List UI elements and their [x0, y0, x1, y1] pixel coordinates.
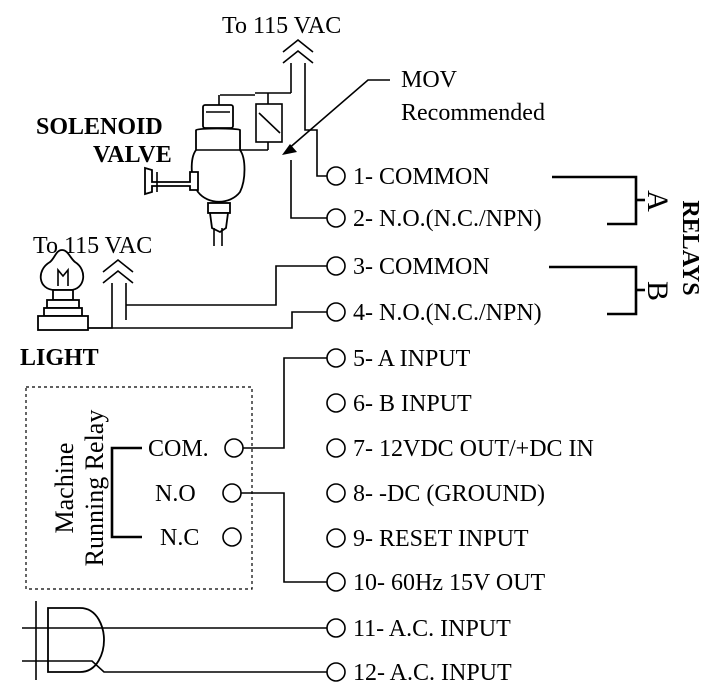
contact-label-no: N.O	[155, 481, 196, 507]
contact-label-com: COM.	[148, 436, 209, 462]
terminal-5	[326, 348, 346, 368]
mov-label-line2: Recommended	[401, 100, 545, 126]
left-plug-icon	[102, 258, 134, 320]
terminal-label-1: 1- COMMON	[353, 164, 490, 190]
supply-label-top: To 115 VAC	[222, 13, 341, 39]
machine-relay-title-line2: Running Relay	[80, 410, 109, 567]
relay-group-b-label: B	[641, 281, 674, 301]
terminal-2	[326, 208, 346, 228]
terminal-label-5: 5- A INPUT	[353, 346, 471, 372]
machine-relay-box	[25, 386, 253, 590]
contact-nc	[222, 527, 242, 547]
terminal-label-4: 4- N.O.(N.C./NPN)	[353, 300, 542, 326]
machine-relay-switch-bracket	[110, 446, 142, 539]
wire-com-to-terminal-5	[243, 357, 327, 449]
wire-light-to-terminal-4	[84, 311, 327, 329]
terminal-label-11: 11- A.C. INPUT	[353, 616, 511, 642]
solenoid-label-line2: VALVE	[93, 142, 172, 168]
light-label: LIGHT	[20, 345, 99, 371]
terminal-7	[326, 438, 346, 458]
machine-relay-title-line1: Machine	[50, 443, 79, 534]
terminal-label-6: 6- B INPUT	[353, 391, 472, 417]
contact-no	[222, 483, 242, 503]
wire-no-to-terminal-10	[241, 492, 327, 583]
solenoid-label-line1: SOLENOID	[36, 114, 163, 140]
contact-label-nc: N.C	[160, 525, 199, 551]
relay-bracket-a	[552, 175, 638, 226]
wire-ac-terminal-12	[22, 660, 327, 673]
terminal-label-12: 12- A.C. INPUT	[353, 660, 512, 686]
relay-group-a-label: A	[641, 190, 674, 212]
wire-to-terminal-1	[304, 95, 327, 177]
terminal-9	[326, 528, 346, 548]
terminal-12	[326, 662, 346, 682]
mov-pointer-arrow	[282, 79, 390, 155]
terminal-4	[326, 302, 346, 322]
wire-to-terminal-2	[290, 160, 327, 219]
terminal-label-8: 8- -DC (GROUND)	[353, 481, 545, 507]
mov-label-line1: MOV	[401, 67, 458, 93]
terminal-8	[326, 483, 346, 503]
terminal-11	[326, 618, 346, 638]
terminal-1	[326, 166, 346, 186]
relays-title: RELAYS	[677, 200, 703, 295]
terminal-label-10: 10- 60Hz 15V OUT	[353, 570, 546, 596]
terminal-3	[326, 256, 346, 276]
terminal-label-9: 9- RESET INPUT	[353, 526, 529, 552]
top-plug-icon	[282, 38, 314, 64]
solenoid-valve-icon	[144, 104, 246, 246]
terminal-label-3: 3- COMMON	[353, 254, 490, 280]
terminal-label-7: 7- 12VDC OUT/+DC IN	[353, 436, 594, 462]
supply-label-left: To 115 VAC	[33, 233, 152, 259]
relay-bracket-b	[549, 265, 638, 316]
contact-com	[224, 438, 244, 458]
light-bulb-icon	[37, 249, 89, 331]
ac-plug-icon	[35, 601, 105, 680]
terminal-label-2: 2- N.O.(N.C./NPN)	[353, 206, 542, 232]
wire-to-terminal-3	[126, 265, 327, 306]
terminal-6	[326, 393, 346, 413]
terminal-10	[326, 572, 346, 592]
